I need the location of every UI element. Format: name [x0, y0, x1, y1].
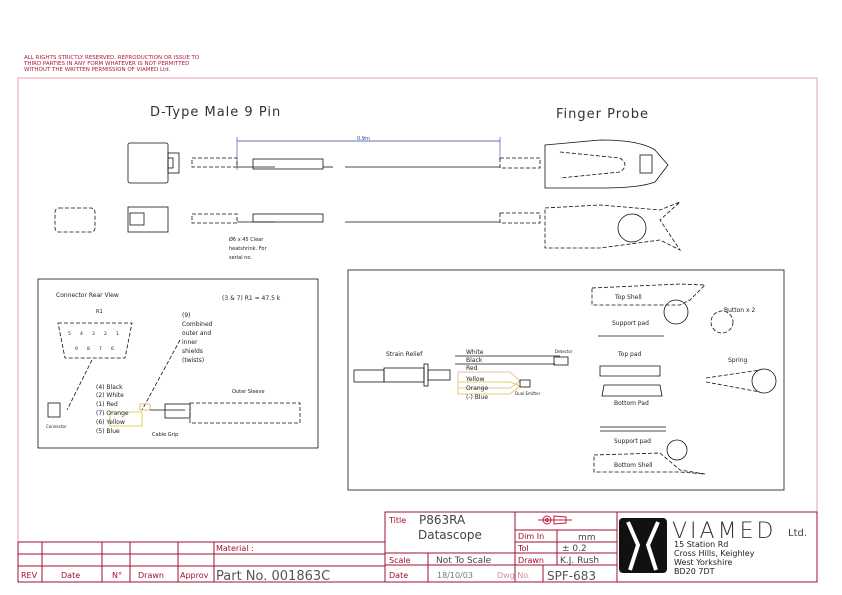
pin-label: 4 [80, 331, 83, 337]
pin-label: 2 [104, 331, 107, 337]
outer-sleeve-label: Outer Sleeve [232, 389, 265, 395]
date-header: Date [61, 571, 80, 580]
company-name: VIAMED [672, 519, 776, 544]
wire-label: (1) Red [96, 401, 118, 408]
probe-detail-panel: Strain Relief White Black Red Yellow Ora… [347, 269, 785, 491]
tol-value: ± 0.2 [562, 544, 587, 554]
drawn-value: K.J. Rush [560, 556, 599, 566]
drawing-title: P863RA [419, 513, 466, 527]
wire-label: Black [466, 357, 483, 364]
dim-in-value: mm [578, 533, 596, 543]
pin-label: 3 [92, 331, 95, 337]
date-value: 18/10/03 [437, 571, 473, 580]
copyright-line: ALL RIGHTS STRICTLY RESERVED. REPRODUCTI… [24, 55, 200, 61]
scale-label: Scale [389, 556, 411, 565]
material-label: Material : [216, 544, 254, 553]
part-label: Spring [728, 357, 748, 364]
detector-label: Detector [555, 349, 573, 354]
rev-header: REV [21, 571, 38, 580]
date-label: Date [389, 571, 408, 580]
drawn-header: Drawn [138, 571, 164, 580]
d-sub-outline [57, 322, 133, 359]
pin-label: 6 [111, 346, 114, 352]
connector-detail-title: Connector Rear View [56, 292, 119, 299]
wire-label: (5) Blue [96, 428, 120, 435]
viamed-logo [619, 518, 667, 573]
dim-in-label: Dim In [518, 532, 544, 541]
wire-label: White [466, 349, 484, 356]
dwg-number: SPF-683 [547, 569, 596, 583]
part-label: Support pad [614, 438, 651, 445]
scale-value: Not To Scale [436, 556, 492, 566]
part-label: Bottom Pad [614, 400, 649, 407]
pin-label: 5 [68, 331, 71, 337]
shield-note: shields [182, 348, 203, 355]
part-label: Top Shell [614, 294, 642, 301]
address-line: West Yorkshire [674, 558, 732, 567]
number-header: N° [112, 571, 122, 580]
pin-label: 8 [87, 346, 90, 352]
shield-note: (twists) [182, 357, 204, 364]
copyright-line: WITHOUT THE WRITTEN PERMISSION OF VIAMED… [24, 67, 171, 73]
projection-symbol [538, 515, 572, 525]
heatshrink-note: serial no. [229, 255, 252, 261]
part-label: Top pad [617, 351, 642, 358]
approv-header: Approv [180, 571, 209, 580]
shield-note: inner [182, 339, 198, 346]
wire-label: Orange [466, 385, 488, 392]
cable-grip-label: Cable Grip [152, 432, 178, 438]
shield-note: Combined [182, 321, 213, 328]
probe-title: Finger Probe [556, 107, 649, 122]
dwg-no-label: Dwg No. [497, 571, 531, 580]
part-label: Button x 2 [724, 307, 755, 314]
revision-table: REV Date N° Drawn Approv Material : Part… [17, 541, 386, 584]
wire-label: (4) Black [96, 384, 123, 391]
copyright-notice: ALL RIGHTS STRICTLY RESERVED. REPRODUCTI… [23, 55, 200, 73]
wire-label: (-) Blue [466, 394, 488, 401]
connector-label: Connector [46, 424, 67, 429]
company-suffix: Ltd. [788, 528, 807, 539]
connector-detail-panel: Connector Rear View (3 & 7) R1 = 47.5 k … [37, 278, 319, 449]
title-label: Title [388, 516, 406, 525]
resistor-note: (3 & 7) R1 = 47.5 k [222, 295, 281, 302]
main-cable-view: D-Type Male 9 Pin Finger Probe 0.9m Ø6 x… [54, 105, 682, 261]
wire-label: Yellow [465, 376, 485, 383]
sheet-border [17, 77, 818, 583]
connector-title: D-Type Male 9 Pin [150, 105, 281, 120]
dual-emitter-label: Dual Emitter [515, 391, 541, 396]
shield-note: outer and [182, 330, 211, 337]
heatshrink-note: heatshrink. For [229, 246, 267, 252]
wire-label: (7) Orange [96, 410, 129, 417]
drawn-label: Drawn [518, 556, 544, 565]
strain-relief-label: Strain Relief [386, 351, 423, 358]
tol-label: Tol [517, 544, 529, 553]
address-line: 15 Station Rd [674, 540, 728, 549]
length-label: 0.9m [357, 136, 370, 142]
part-label: Support pad [612, 320, 649, 327]
wire-label: Red [466, 365, 478, 372]
title-block: Title P863RA Datascope Dim In mm Tol ± 0… [384, 511, 818, 583]
address-line: BD20 7DT [674, 567, 715, 576]
copyright-line: THIRD PARTIES IN ANY FORM WHATEVER IS NO… [23, 61, 189, 67]
connector-face-icon [54, 207, 96, 233]
wire-label: (2) White [96, 392, 124, 399]
pin-label: 7 [99, 346, 102, 352]
pin-label: 9 [75, 346, 78, 352]
wire-label: (6) Yellow [96, 419, 125, 426]
part-label: Bottom Shell [614, 462, 653, 469]
heatshrink-note: Ø6 x 45 Clear [229, 236, 264, 243]
shield-note: (9) [182, 312, 191, 319]
pin-label: 1 [116, 331, 119, 337]
address-line: Cross Hills, Keighley [674, 549, 755, 558]
part-number: Part No. 001863C [216, 569, 330, 584]
r1-label: R1 [96, 309, 103, 315]
drawing-subtitle: Datascope [418, 528, 482, 542]
